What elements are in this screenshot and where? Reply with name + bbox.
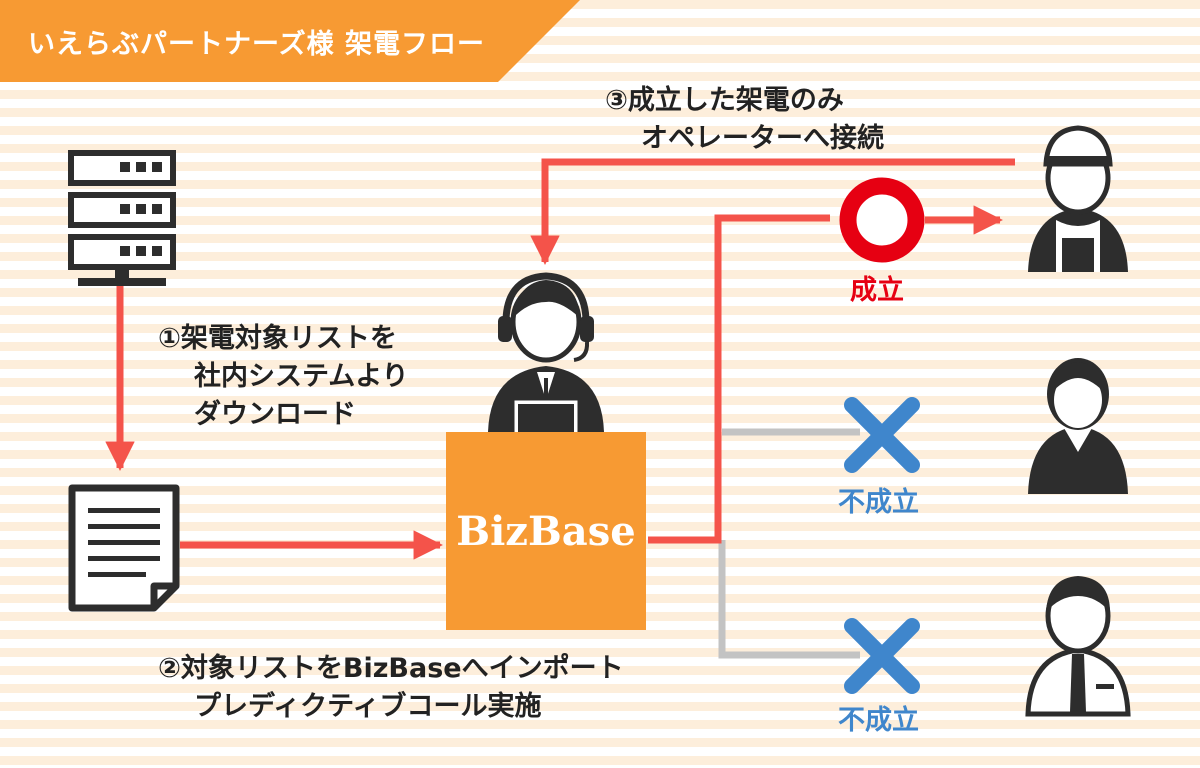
page-title: いえらぶパートナーズ様 架電フロー <box>28 29 486 60</box>
step1-line3: ダウンロード <box>194 399 356 430</box>
server-icon <box>68 150 176 286</box>
step2-line2: プレディクティブコール実施 <box>194 691 542 722</box>
result-success-label: 成立 <box>850 275 904 306</box>
step1-line1: ①架電対象リストを <box>158 323 397 354</box>
step3-label: ③成立した架電のみ オペレーターへ接続 <box>605 82 884 158</box>
result-fail-label-1: 不成立 <box>838 487 919 518</box>
step1-line2: 社内システムより <box>194 361 409 392</box>
customer-woman-icon <box>1028 358 1128 494</box>
step3-line2: オペレーターへ接続 <box>641 123 884 154</box>
fail-line-2 <box>718 540 860 659</box>
bizbase-box: BizBase <box>446 432 646 630</box>
customer-man-tie-icon <box>1025 576 1131 717</box>
customer-cap-icon <box>1028 125 1128 272</box>
step2-label: ②対象リストをBizBaseへインポート プレディクティブコール実施 <box>158 650 624 726</box>
cross-fail-icon <box>844 397 920 473</box>
success-line <box>648 214 830 544</box>
title-banner <box>0 0 580 82</box>
step1-label: ①架電対象リストを 社内システムより ダウンロード <box>158 320 409 434</box>
document-icon <box>68 484 180 612</box>
circle-success-icon <box>839 177 925 263</box>
bizbase-logo: BizBase <box>456 508 636 555</box>
step2-line1: ②対象リストをBizBaseへインポート <box>158 653 624 684</box>
result-fail-label-2: 不成立 <box>838 705 919 736</box>
operator-headset-icon <box>488 272 604 449</box>
cross-fail-icon <box>844 618 920 694</box>
arrow-connect-operator <box>530 158 1015 265</box>
step3-line1: ③成立した架電のみ <box>605 85 844 116</box>
